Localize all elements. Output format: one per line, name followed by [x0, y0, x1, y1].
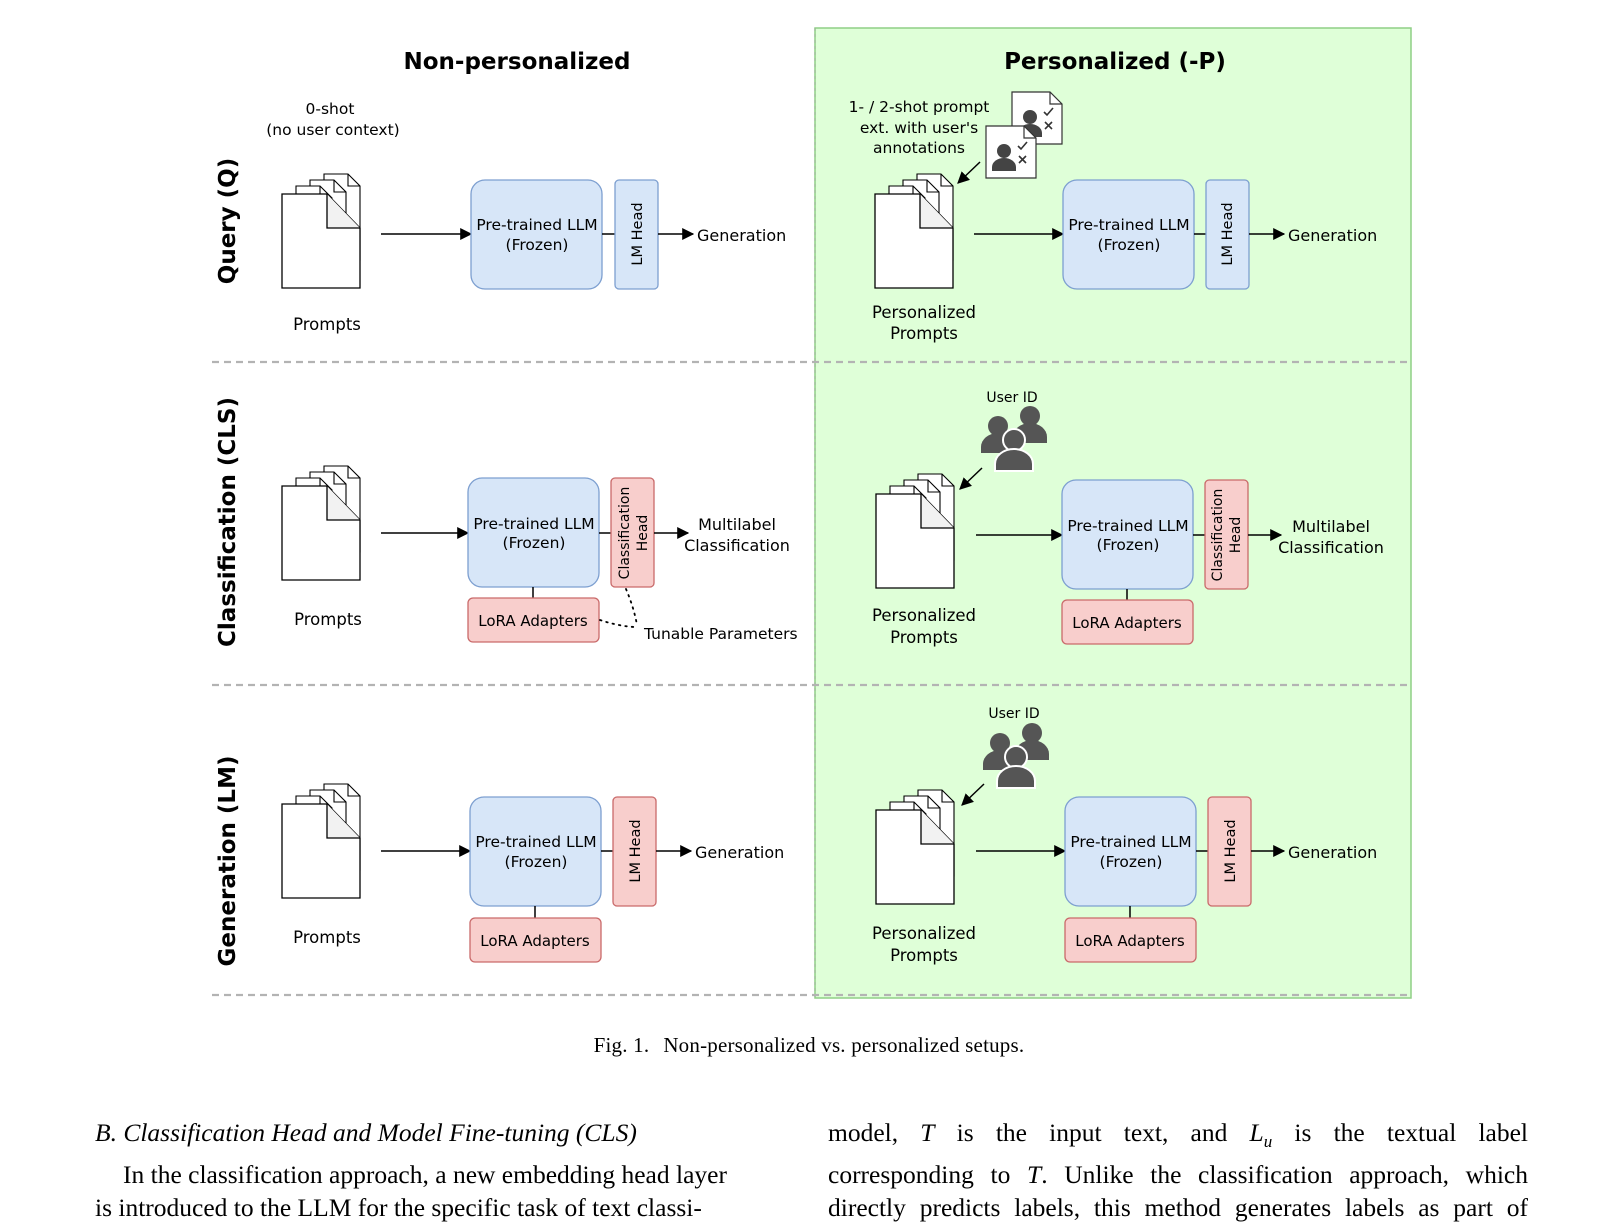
paragraph-line: is introduced to the LLM for the specifi…: [95, 1193, 702, 1222]
personalized-prompts-label: Prompts: [890, 946, 958, 965]
llm-label: Pre-trained LLM: [476, 216, 597, 234]
lora-adapters-box: [1064, 917, 1197, 963]
personalized-prompts-label: Prompts: [890, 324, 958, 343]
text-run: corresponding to: [828, 1160, 1027, 1190]
llm-label: Pre-trained LLM: [1070, 833, 1191, 851]
llm-frozen-label: (Frozen): [1098, 236, 1161, 254]
lora-adapters-label: LoRA Adapters: [1075, 932, 1185, 950]
figure-diagram: Non-personalized Personalized (-P) Query…: [212, 27, 1412, 999]
prompts-label: Prompts: [293, 928, 361, 947]
zero-shot-context-label: (no user context): [266, 121, 399, 139]
user-id-label: User ID: [986, 390, 1037, 406]
figure-caption: Fig. 1. Non-personalized vs. personalized…: [0, 1033, 1618, 1058]
lora-adapters-box: [467, 597, 600, 643]
section-heading: B. Classification Head and Model Fine-tu…: [95, 1118, 637, 1147]
row-title-query: Query (Q): [215, 158, 241, 284]
math-variable: T: [920, 1118, 935, 1147]
llm-frozen-label: (Frozen): [1097, 536, 1160, 554]
lora-adapters-box: [469, 917, 602, 963]
llm-box: [470, 179, 603, 290]
personalized-label: Personalized: [872, 606, 976, 625]
left-column: B. Classification Head and Model Fine-tu…: [95, 1116, 795, 1224]
generation-label: Generation: [695, 843, 784, 862]
llm-box: [1062, 179, 1195, 290]
prompts-doc-icon: [281, 465, 361, 581]
lora-adapters-label: LoRA Adapters: [1072, 614, 1182, 632]
prompt-ext-label-1: 1- / 2-shot prompt: [849, 98, 990, 116]
prompts-doc-icon: [281, 783, 361, 899]
tunable-parameters-label: Tunable Parameters: [643, 625, 798, 643]
figure-caption-label: Fig. 1.: [593, 1033, 650, 1057]
user-id-label: User ID: [988, 706, 1039, 722]
classification-output-label: Classification: [1278, 538, 1384, 557]
text-run: is the textual label: [1272, 1118, 1529, 1147]
math-variable: T: [1027, 1160, 1042, 1190]
llm-label: Pre-trained LLM: [475, 833, 596, 851]
lm-head-label: LM Head: [628, 819, 644, 882]
text-run: is the input text, and: [934, 1118, 1250, 1147]
multilabel-label: Multilabel: [698, 515, 776, 534]
lora-adapters-label: LoRA Adapters: [478, 612, 588, 630]
prompt-ext-label-2: ext. with user's: [860, 119, 978, 137]
lm-head-label: LM Head: [630, 202, 646, 265]
zero-shot-label: 0-shot: [306, 100, 355, 118]
prompts-doc-icon: [281, 173, 361, 289]
classification-output-label: Classification: [684, 536, 790, 555]
row-title-classification: Classification (CLS): [215, 397, 241, 647]
llm-label: Pre-trained LLM: [1067, 517, 1188, 535]
generation-label: Generation: [697, 226, 786, 245]
prompts-label: Prompts: [294, 610, 362, 629]
personalized-prompts-label: Prompts: [890, 628, 958, 647]
classification-head-label-2: Head: [635, 515, 651, 552]
math-subscript: u: [1263, 1132, 1273, 1152]
personalized-label: Personalized: [872, 303, 976, 322]
lm-head-label: LM Head: [1223, 819, 1239, 882]
row-title-generation: Generation (LM): [215, 756, 241, 967]
prompt-ext-label-3: annotations: [873, 139, 965, 157]
classification-head-label-2: Head: [1228, 517, 1244, 554]
paragraph-line: corresponding to T. Unlike the classific…: [828, 1158, 1528, 1191]
paragraph-line: In the classification approach, a new em…: [123, 1160, 727, 1189]
column-title-personalized: Personalized (-P): [1004, 49, 1226, 75]
text-run: . Unlike the classification approach, wh…: [1041, 1160, 1528, 1190]
llm-frozen-label: (Frozen): [503, 534, 566, 552]
prompts-label: Prompts: [293, 315, 361, 334]
text-run: model,: [828, 1118, 921, 1147]
personalized-label: Personalized: [872, 924, 976, 943]
lm-head-label: LM Head: [1220, 202, 1236, 265]
column-title-non-personalized: Non-personalized: [404, 49, 631, 75]
llm-frozen-label: (Frozen): [1100, 853, 1163, 871]
generation-label: Generation: [1288, 843, 1377, 862]
classification-head-label: Classification: [1210, 489, 1226, 582]
paragraph-line: model, T is the input text, and Lu is th…: [828, 1116, 1528, 1158]
llm-label: Pre-trained LLM: [1068, 216, 1189, 234]
annotation-doc-icon: [985, 125, 1037, 179]
lora-adapters-label: LoRA Adapters: [480, 932, 590, 950]
lora-adapters-box: [1061, 599, 1194, 645]
llm-box: [469, 796, 602, 907]
generation-label: Generation: [1288, 226, 1377, 245]
llm-frozen-label: (Frozen): [506, 236, 569, 254]
llm-box: [1064, 796, 1197, 907]
math-variable: L: [1249, 1118, 1264, 1147]
classification-head-label: Classification: [617, 487, 633, 580]
llm-label: Pre-trained LLM: [473, 515, 594, 533]
figure-caption-text: Non-personalized vs. personalized setups…: [663, 1033, 1025, 1057]
multilabel-label: Multilabel: [1292, 517, 1370, 536]
right-column: model, T is the input text, and Lu is th…: [828, 1116, 1528, 1224]
paragraph-line: directly predicts labels, this method ge…: [828, 1193, 1528, 1223]
llm-frozen-label: (Frozen): [505, 853, 568, 871]
